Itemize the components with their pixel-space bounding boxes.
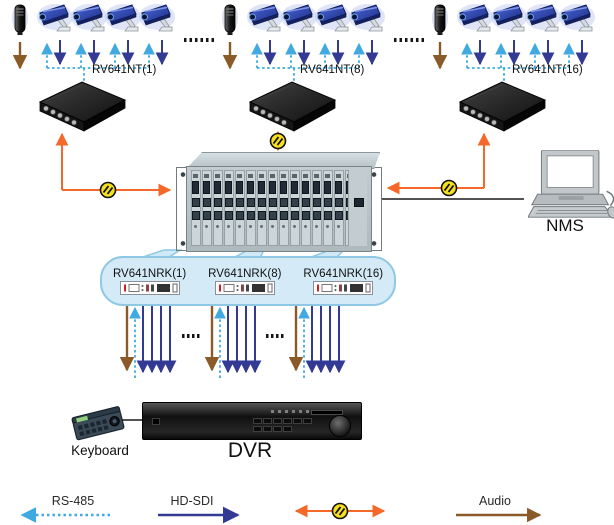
- dvr-led: [152, 418, 160, 425]
- cctv-camera-icon: [36, 2, 74, 38]
- cctv-camera-icon: [456, 2, 494, 38]
- dvr-jog-dial: [329, 415, 351, 437]
- rack-card: [245, 170, 256, 246]
- fiber-node-icon: [331, 502, 349, 520]
- legend-rs485-label: RS-485: [51, 494, 95, 508]
- dvr-device: [142, 402, 362, 440]
- cctv-camera-icon: [70, 2, 108, 38]
- rack-card: [256, 170, 267, 246]
- dvr-label: DVR: [227, 439, 273, 462]
- ellipsis-dots: [182, 334, 200, 338]
- fiber-transmitter-icon: [242, 78, 342, 134]
- rack-network-panel: [348, 170, 367, 246]
- cctv-camera-icon: [138, 2, 176, 38]
- rack-card: [234, 170, 245, 246]
- cctv-camera-icon: [490, 2, 528, 38]
- rack-card: [333, 170, 344, 246]
- microphone-icon: [432, 3, 448, 37]
- rack-card: [190, 170, 201, 246]
- rack-card: [300, 170, 311, 246]
- ellipsis-dots: [394, 38, 424, 42]
- receiver-entry: RV641NRK(8): [208, 268, 281, 295]
- cctv-camera-icon: [280, 2, 318, 38]
- receiver-card-icon: [119, 281, 181, 295]
- nms-computer-icon: [528, 150, 614, 223]
- fiber-transmitter-icon: [32, 78, 132, 134]
- cctv-camera-icon: [246, 2, 284, 38]
- cctv-camera-icon: [558, 2, 596, 38]
- dvr-buttons: [253, 418, 317, 433]
- receiver-label: RV641NRK(16): [303, 267, 384, 280]
- ethernet-port-icon: [354, 198, 364, 207]
- receiver-entry: RV641NRK(1): [113, 268, 186, 295]
- rack-card: [201, 170, 212, 246]
- cctv-camera-icon: [348, 2, 386, 38]
- transmitter-label: RV641NT(16): [512, 64, 583, 76]
- transmitter-label: RV641NT(8): [300, 64, 365, 76]
- control-keyboard-icon: [70, 404, 128, 442]
- microphone-icon: [222, 3, 238, 37]
- rack-card: [322, 170, 333, 246]
- ellipsis-dots: [184, 38, 214, 42]
- rack-card: [267, 170, 278, 246]
- receiver-callout: RV641NRK(1) RV641NRK(8) RV641NRK(16): [100, 256, 396, 306]
- rack-card: [223, 170, 234, 246]
- rack-card: [289, 170, 300, 246]
- receiver-card-icon: [214, 281, 276, 295]
- receiver-label: RV641NRK(8): [208, 267, 282, 280]
- fiber-node-icon: [99, 181, 117, 199]
- keyboard-label: Keyboard: [71, 443, 129, 458]
- nms-label: NMS: [546, 216, 584, 235]
- ellipsis-dots: [266, 334, 284, 338]
- cctv-camera-icon: [524, 2, 562, 38]
- legend-audio-label: Audio: [479, 494, 511, 508]
- rack-card: [311, 170, 322, 246]
- rack-card: [278, 170, 289, 246]
- legend-hdsdi-label: HD-SDI: [170, 494, 214, 508]
- rack-card: [212, 170, 223, 246]
- cctv-camera-icon: [104, 2, 142, 38]
- microphone-icon: [12, 3, 28, 37]
- fiber-node-icon: [440, 179, 458, 197]
- receiver-card-icon: [312, 281, 374, 295]
- dvr-disc-slot: [311, 410, 343, 415]
- dvr-indicator-row: [271, 410, 311, 413]
- cctv-camera-icon: [314, 2, 352, 38]
- rack-card-slots: [190, 170, 366, 246]
- receiver-label: RV641NRK(1): [112, 267, 187, 280]
- receiver-entry: RV641NRK(16): [303, 268, 383, 295]
- transmitter-label: RV641NT(1): [92, 64, 157, 76]
- fiber-transmitter-icon: [452, 78, 552, 134]
